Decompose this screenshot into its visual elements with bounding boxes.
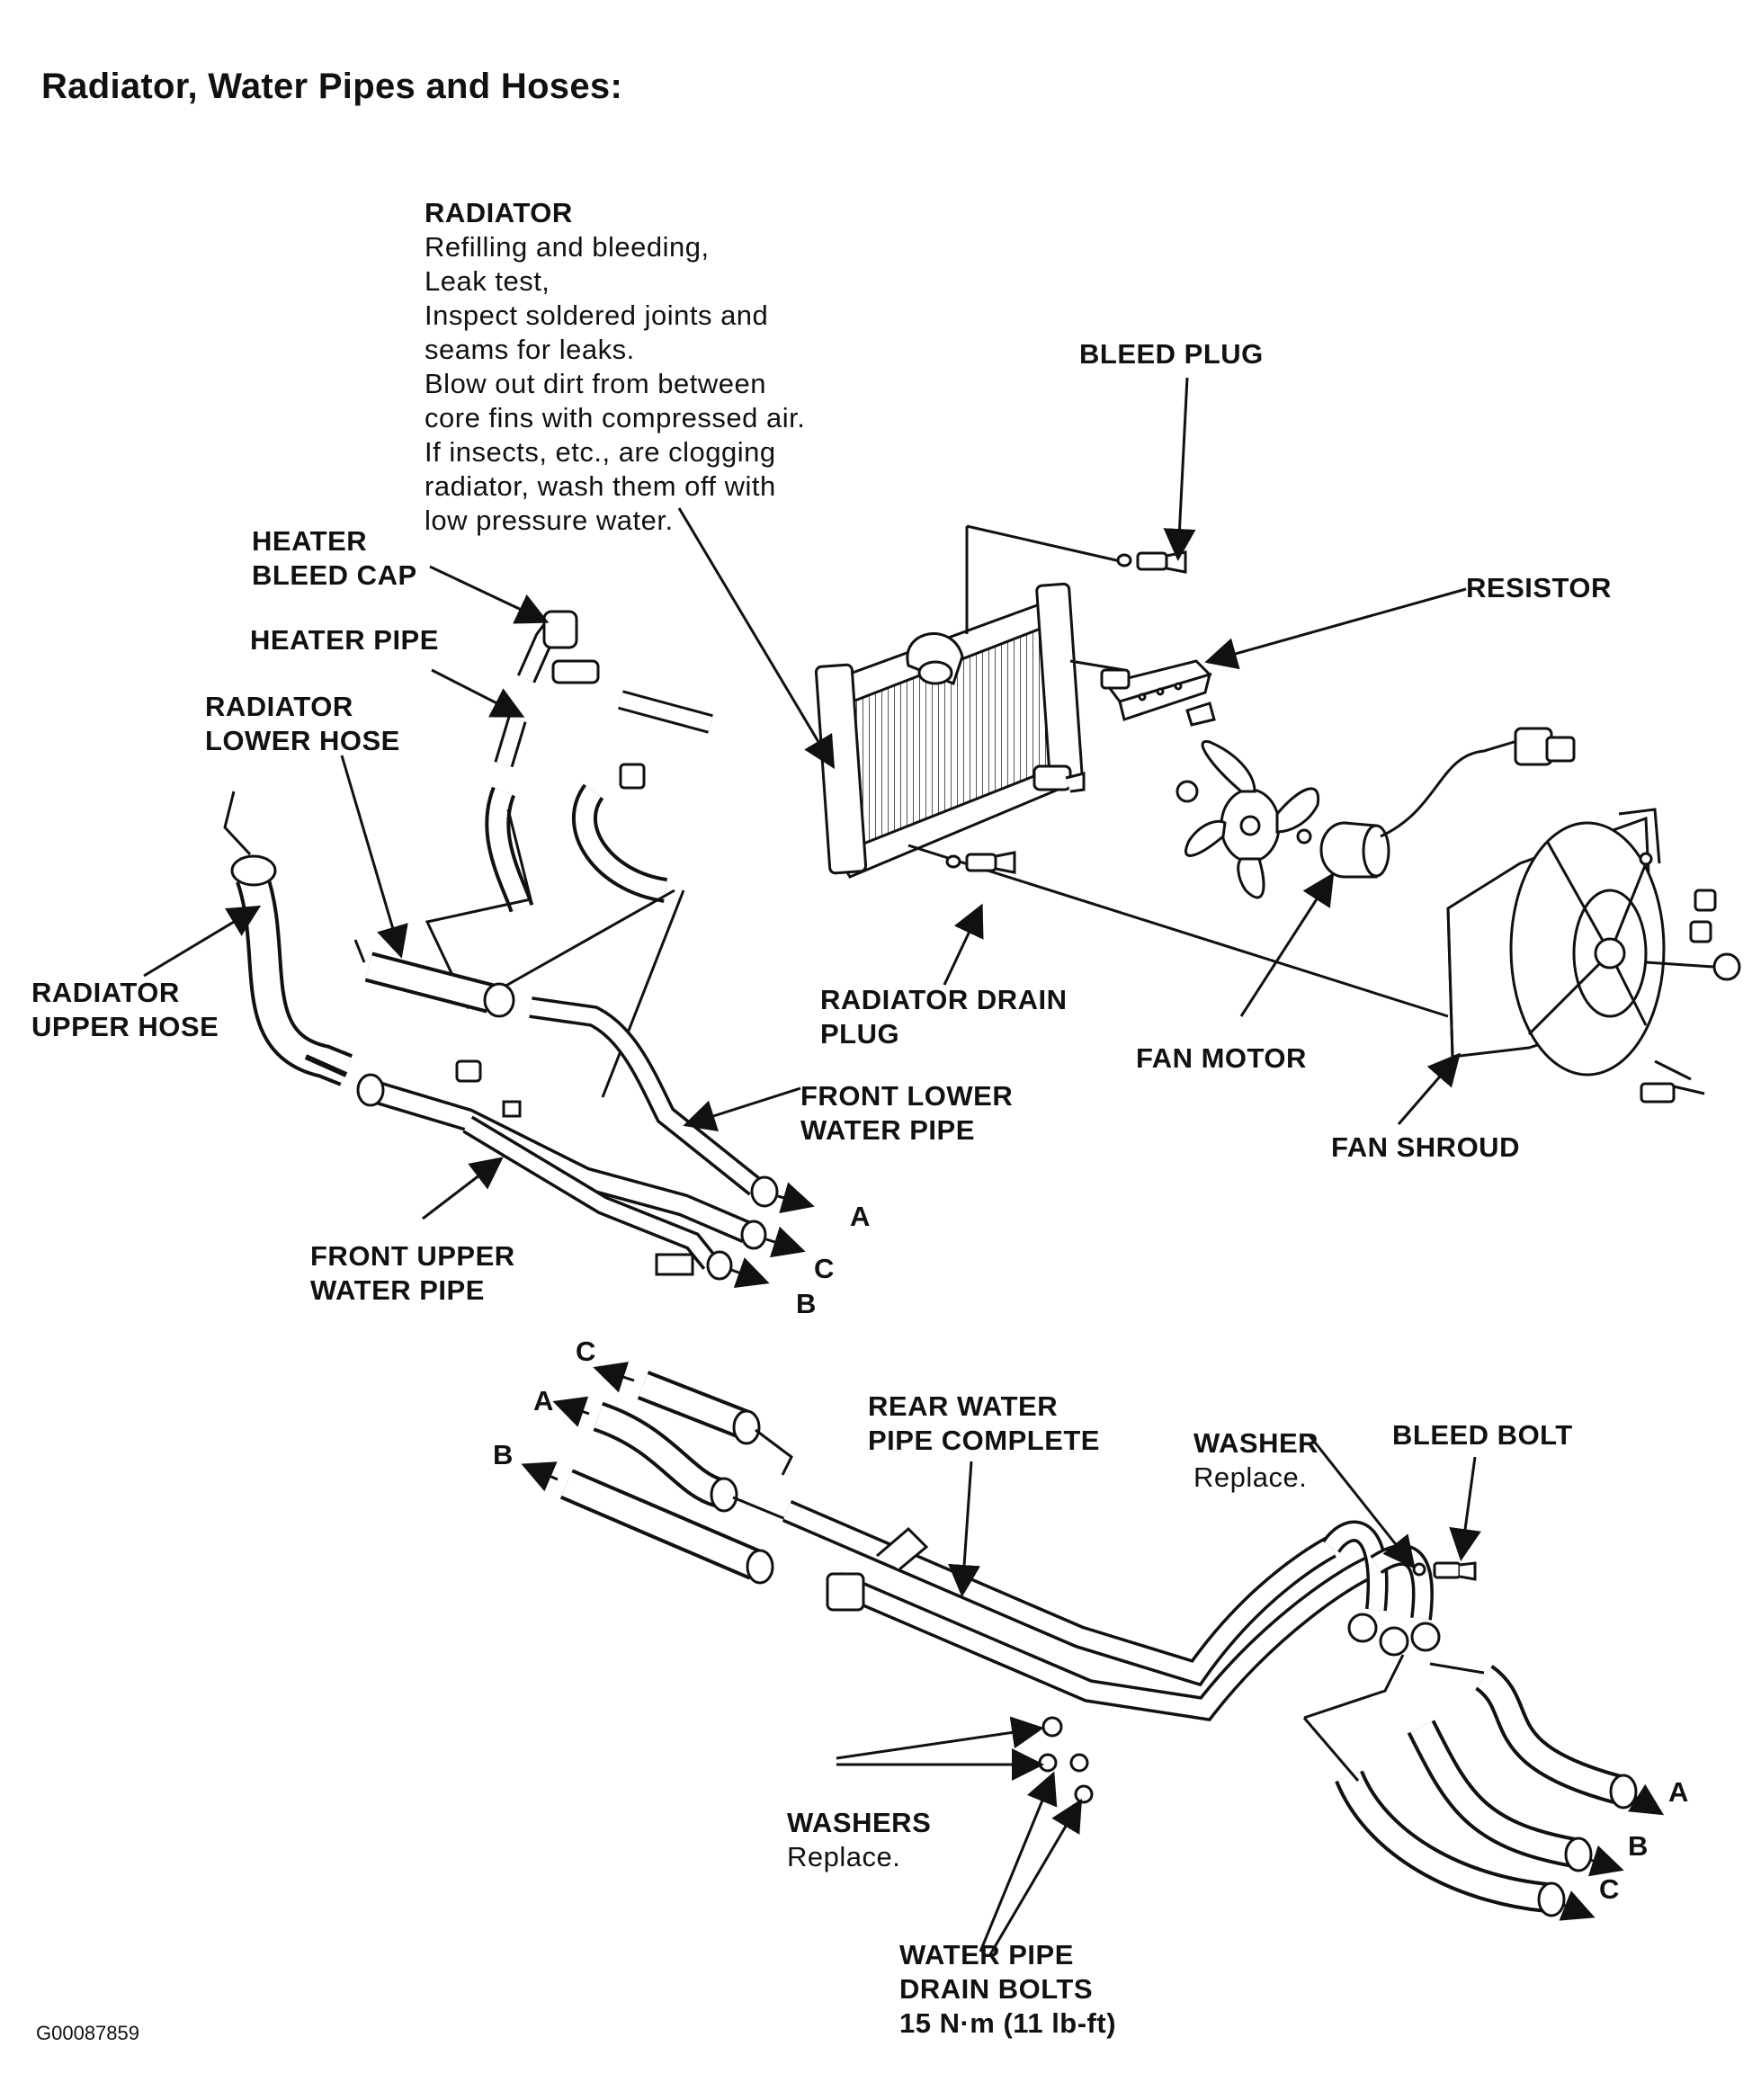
radiator-drain-plug-part <box>945 851 1016 874</box>
front-water-pipes <box>356 996 815 1289</box>
rear-water-pipe-complete-part <box>782 1500 1477 1804</box>
label-radiator-heading: RADIATOR <box>425 197 573 228</box>
radiator-upper-hose-part <box>223 791 353 1086</box>
label-washers-note: Replace. <box>787 1841 901 1872</box>
label-washers: WASHERS Replace. <box>787 1772 931 1908</box>
label-resistor: RESISTOR <box>1466 572 1612 603</box>
connection-letter-front-b: B <box>796 1288 817 1319</box>
rear-right-hoses <box>1302 1654 1665 1921</box>
label-radiator-note: Refilling and bleeding, Leak test, Inspe… <box>425 231 806 536</box>
leader-lines <box>143 377 1481 1957</box>
connection-letter-rear-b: B <box>493 1439 514 1470</box>
figure-id: G00087859 <box>36 2022 139 2044</box>
label-washer: WASHER Replace. <box>1193 1392 1319 1529</box>
connection-letter-rear-a: A <box>533 1385 554 1416</box>
radiator-lower-hose-part <box>353 939 515 1018</box>
label-washer-heading: WASHER <box>1193 1427 1319 1459</box>
label-bleed-bolt: BLEED BOLT <box>1392 1419 1573 1451</box>
label-radiator-lower-hose: RADIATOR LOWER HOSE <box>205 691 400 756</box>
connection-letter-front-a: A <box>850 1201 871 1232</box>
page-title: Radiator, Water Pipes and Hoses: <box>41 67 623 106</box>
label-radiator-upper-hose: RADIATOR UPPER HOSE <box>31 977 219 1042</box>
label-washer-note: Replace. <box>1193 1461 1308 1493</box>
label-fan-motor: FAN MOTOR <box>1136 1042 1307 1074</box>
label-rear-water-pipe-complete: REAR WATER PIPE COMPLETE <box>868 1390 1100 1456</box>
label-radiator: RADIATOR Refilling and bleeding, Leak te… <box>425 162 805 572</box>
connection-letter-right-c: C <box>1599 1873 1620 1905</box>
radiator <box>814 524 1125 879</box>
label-front-lower-water-pipe: FRONT LOWER WATER PIPE <box>800 1080 1014 1146</box>
connection-letter-right-b: B <box>1628 1830 1649 1862</box>
connection-letter-rear-c: C <box>576 1336 596 1367</box>
fan-motor-part <box>1319 727 1576 879</box>
label-bleed-plug: BLEED PLUG <box>1079 338 1264 370</box>
fan-blades <box>1175 739 1320 899</box>
resistor-part <box>1069 659 1216 727</box>
rear-left-hoses <box>521 1362 810 1585</box>
connection-letter-right-a: A <box>1668 1776 1689 1808</box>
label-washers-heading: WASHERS <box>787 1807 932 1838</box>
label-front-upper-water-pipe: FRONT UPPER WATER PIPE <box>310 1240 515 1306</box>
label-heater-pipe: HEATER PIPE <box>250 624 439 656</box>
label-heater-bleed-cap: HEATER BLEED CAP <box>252 525 417 591</box>
bleed-plug-part <box>1116 550 1187 574</box>
connection-letter-front-c: C <box>814 1253 835 1284</box>
label-fan-shroud: FAN SHROUD <box>1331 1131 1520 1163</box>
fan-shroud-part <box>907 808 1741 1104</box>
heater-parts <box>425 610 713 1098</box>
label-radiator-drain-plug: RADIATOR DRAIN PLUG <box>820 984 1068 1050</box>
label-water-pipe-drain-bolts: WATER PIPE DRAIN BOLTS 15 N·m (11 lb-ft) <box>899 1939 1117 2039</box>
